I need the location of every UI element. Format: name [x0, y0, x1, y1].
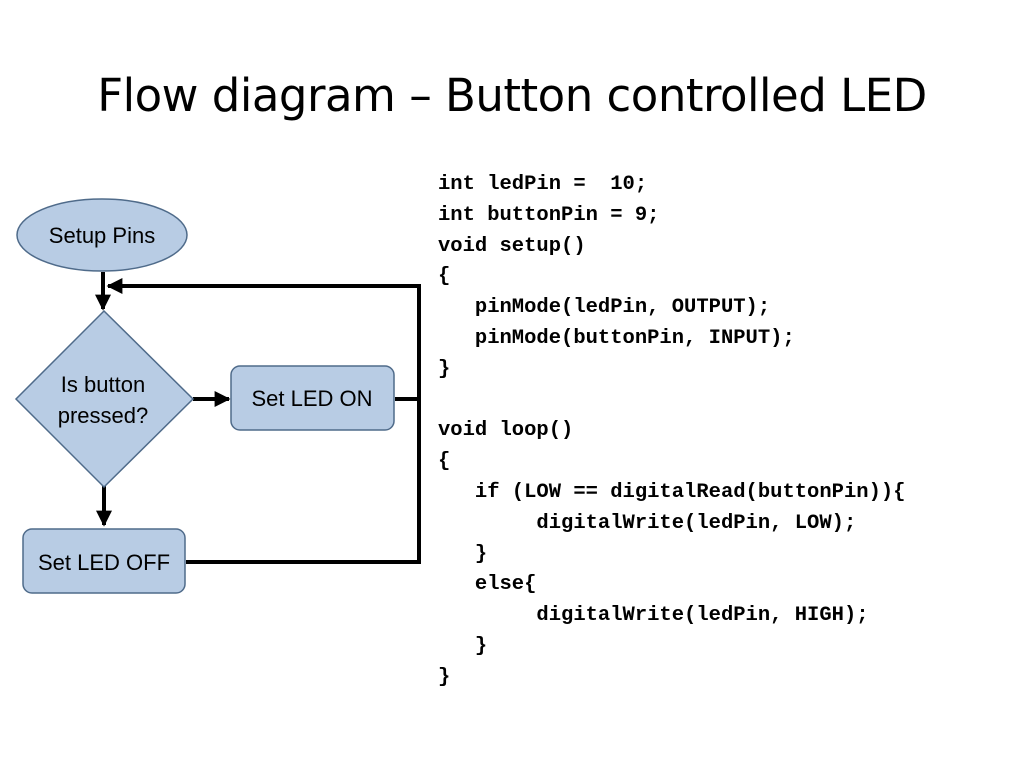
code-line: pinMode(buttonPin, INPUT);	[438, 326, 795, 350]
connector-led-off-loop-back	[186, 399, 421, 564]
setup-pins-label: Setup Pins	[49, 223, 155, 248]
code-line: }	[438, 357, 451, 381]
code-line: {	[438, 265, 451, 289]
decision-label-line1: Is button	[61, 372, 145, 397]
code-line: if (LOW == digitalRead(buttonPin)){	[438, 480, 906, 504]
code-line: void loop()	[438, 419, 574, 443]
code-line: digitalWrite(ledPin, HIGH);	[438, 604, 869, 628]
code-line: }	[438, 665, 451, 689]
code-line-blank	[438, 386, 905, 417]
set-led-off-node: Set LED OFF	[22, 528, 186, 594]
connector-led-on-loop-back	[106, 278, 421, 401]
code-listing: int ledPin = 10; int buttonPin = 9; void…	[438, 170, 905, 694]
code-line: int buttonPin = 9;	[438, 203, 660, 227]
set-led-off-label: Set LED OFF	[38, 550, 170, 575]
decision-label-line2: pressed?	[58, 403, 149, 428]
code-line: }	[438, 542, 488, 566]
code-line: void setup()	[438, 234, 586, 258]
set-led-on-label: Set LED ON	[251, 386, 372, 411]
code-line: pinMode(ledPin, OUTPUT);	[438, 296, 771, 320]
slide-title: Flow diagram – Button controlled LED	[97, 69, 927, 122]
code-line: int ledPin = 10;	[438, 173, 648, 196]
code-line: }	[438, 634, 488, 658]
code-line: digitalWrite(ledPin, LOW);	[438, 511, 857, 535]
code-line: {	[438, 450, 451, 474]
code-line: else{	[438, 573, 537, 597]
decision-node: Is button pressed?	[14, 309, 195, 489]
set-led-on-node: Set LED ON	[230, 365, 395, 431]
setup-pins-node: Setup Pins	[16, 198, 188, 272]
